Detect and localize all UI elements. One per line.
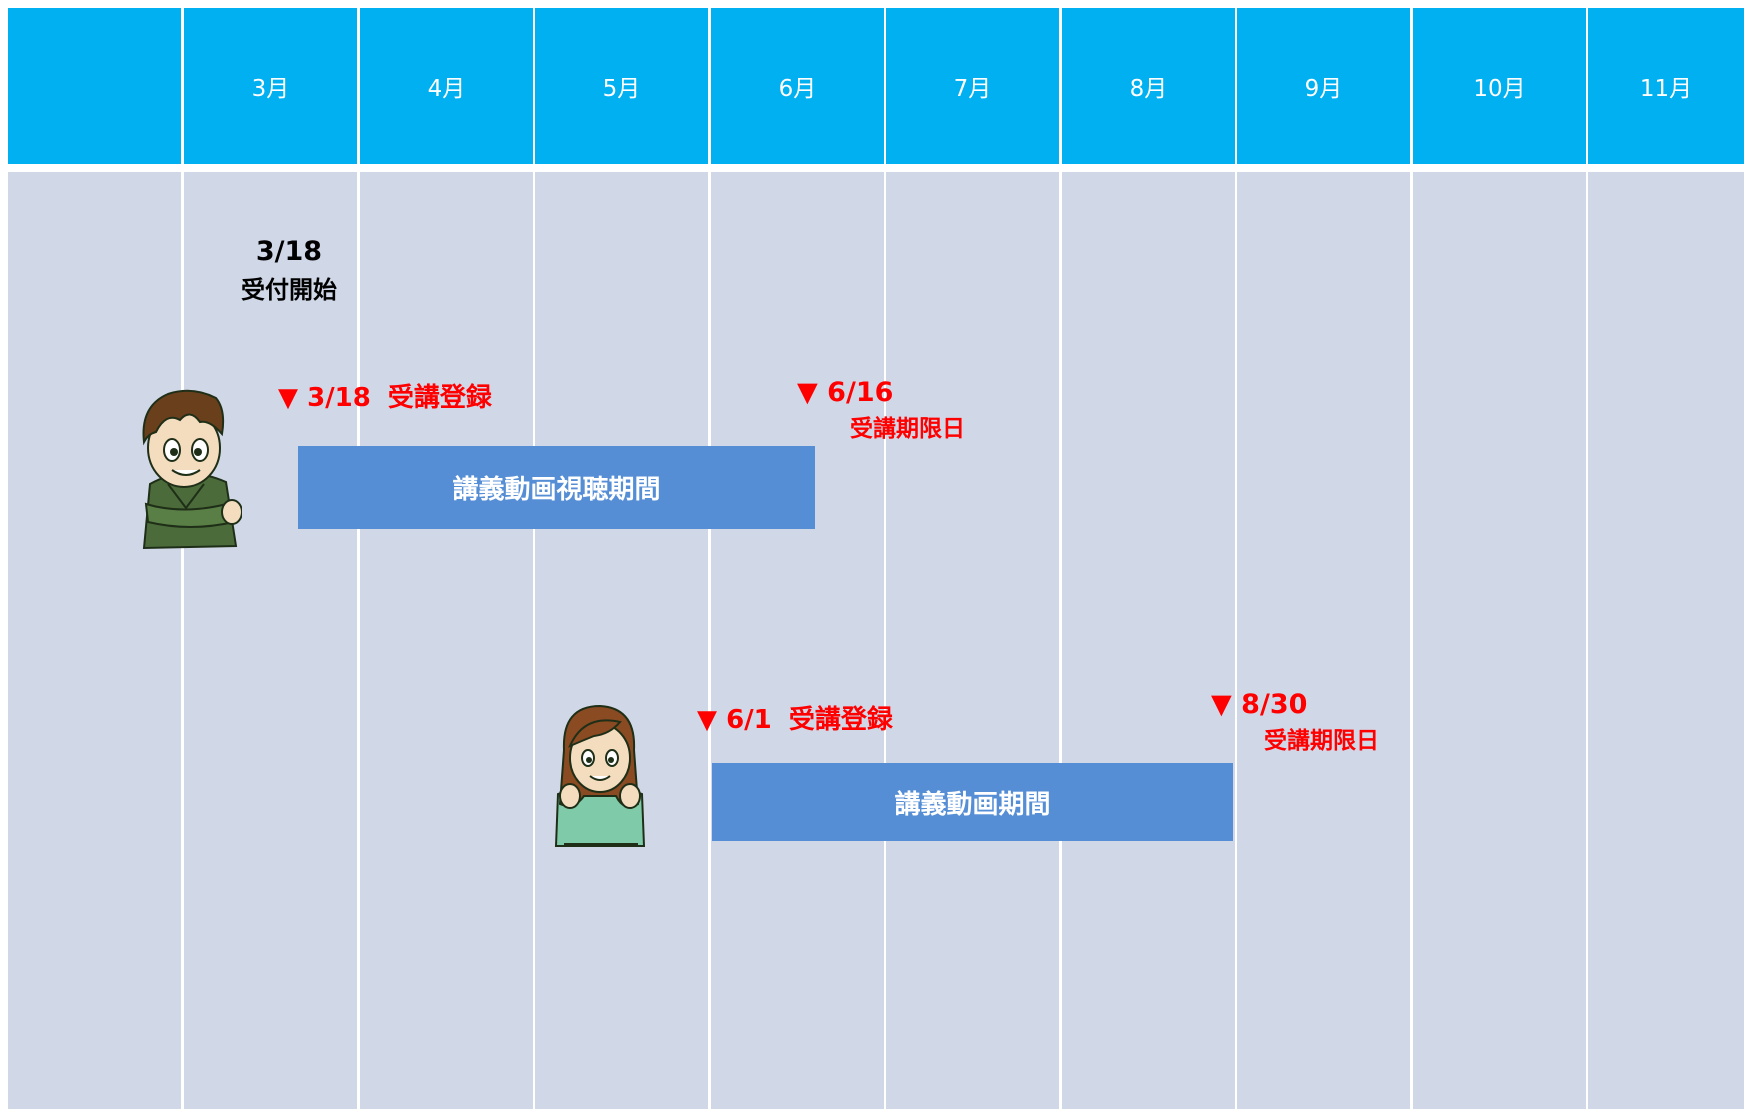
deadline-b-label: 受講期限日	[1264, 728, 1379, 754]
body-column-4	[360, 172, 533, 1109]
month-header-8: 8月	[1062, 8, 1235, 164]
reception-start-date: 3/18	[255, 236, 323, 267]
registration-b: ▼ 6/1 受講登録	[697, 699, 893, 736]
deadline-b-date-line: ▼ 8/30	[1211, 689, 1307, 720]
body-column-10	[1413, 172, 1586, 1109]
month-header-11: 11月	[1588, 8, 1744, 164]
registration-a-label: 受講登録	[387, 383, 492, 413]
month-header-10: 10月	[1413, 8, 1586, 164]
deadline-b-date: 8/30	[1241, 689, 1308, 720]
deadline-a-marker: ▼	[797, 377, 818, 408]
month-header-3: 3月	[184, 8, 357, 164]
viewing-period-bar-b: 講義動画期間	[712, 763, 1233, 841]
deadline-a-date-line: ▼ 6/16	[797, 377, 893, 408]
female-student-icon	[550, 700, 650, 852]
body-column-9	[1237, 172, 1410, 1109]
month-header-4: 4月	[360, 8, 533, 164]
registration-a-date: 3/18	[307, 383, 371, 413]
month-header-7: 7月	[886, 8, 1059, 164]
deadline-a-label: 受講期限日	[850, 416, 965, 442]
registration-b-marker: ▼	[697, 705, 717, 735]
body-column-3	[184, 172, 357, 1109]
month-header-6: 6月	[711, 8, 884, 164]
body-column-8	[1062, 172, 1235, 1109]
body-column-label	[8, 172, 181, 1109]
month-header-5: 5月	[535, 8, 708, 164]
body-column-5	[535, 172, 708, 1109]
female-student-icon-svg	[554, 704, 646, 847]
viewing-period-bar-a: 講義動画視聴期間	[298, 446, 815, 529]
header-corner	[8, 8, 181, 164]
male-student-icon-svg	[142, 389, 243, 550]
deadline-b-marker: ▼	[1211, 689, 1232, 720]
registration-b-date: 6/1	[726, 705, 772, 735]
registration-b-label: 受講登録	[788, 705, 893, 735]
registration-a-marker: ▼	[278, 383, 298, 413]
male-student-icon	[130, 386, 243, 554]
body-column-11	[1588, 172, 1744, 1109]
body-column-7	[886, 172, 1059, 1109]
month-header-9: 9月	[1237, 8, 1410, 164]
body-column-6	[711, 172, 884, 1109]
registration-a: ▼ 3/18 受講登録	[278, 377, 492, 414]
reception-start-label: 受付開始	[241, 276, 337, 304]
deadline-a-date: 6/16	[827, 377, 894, 408]
